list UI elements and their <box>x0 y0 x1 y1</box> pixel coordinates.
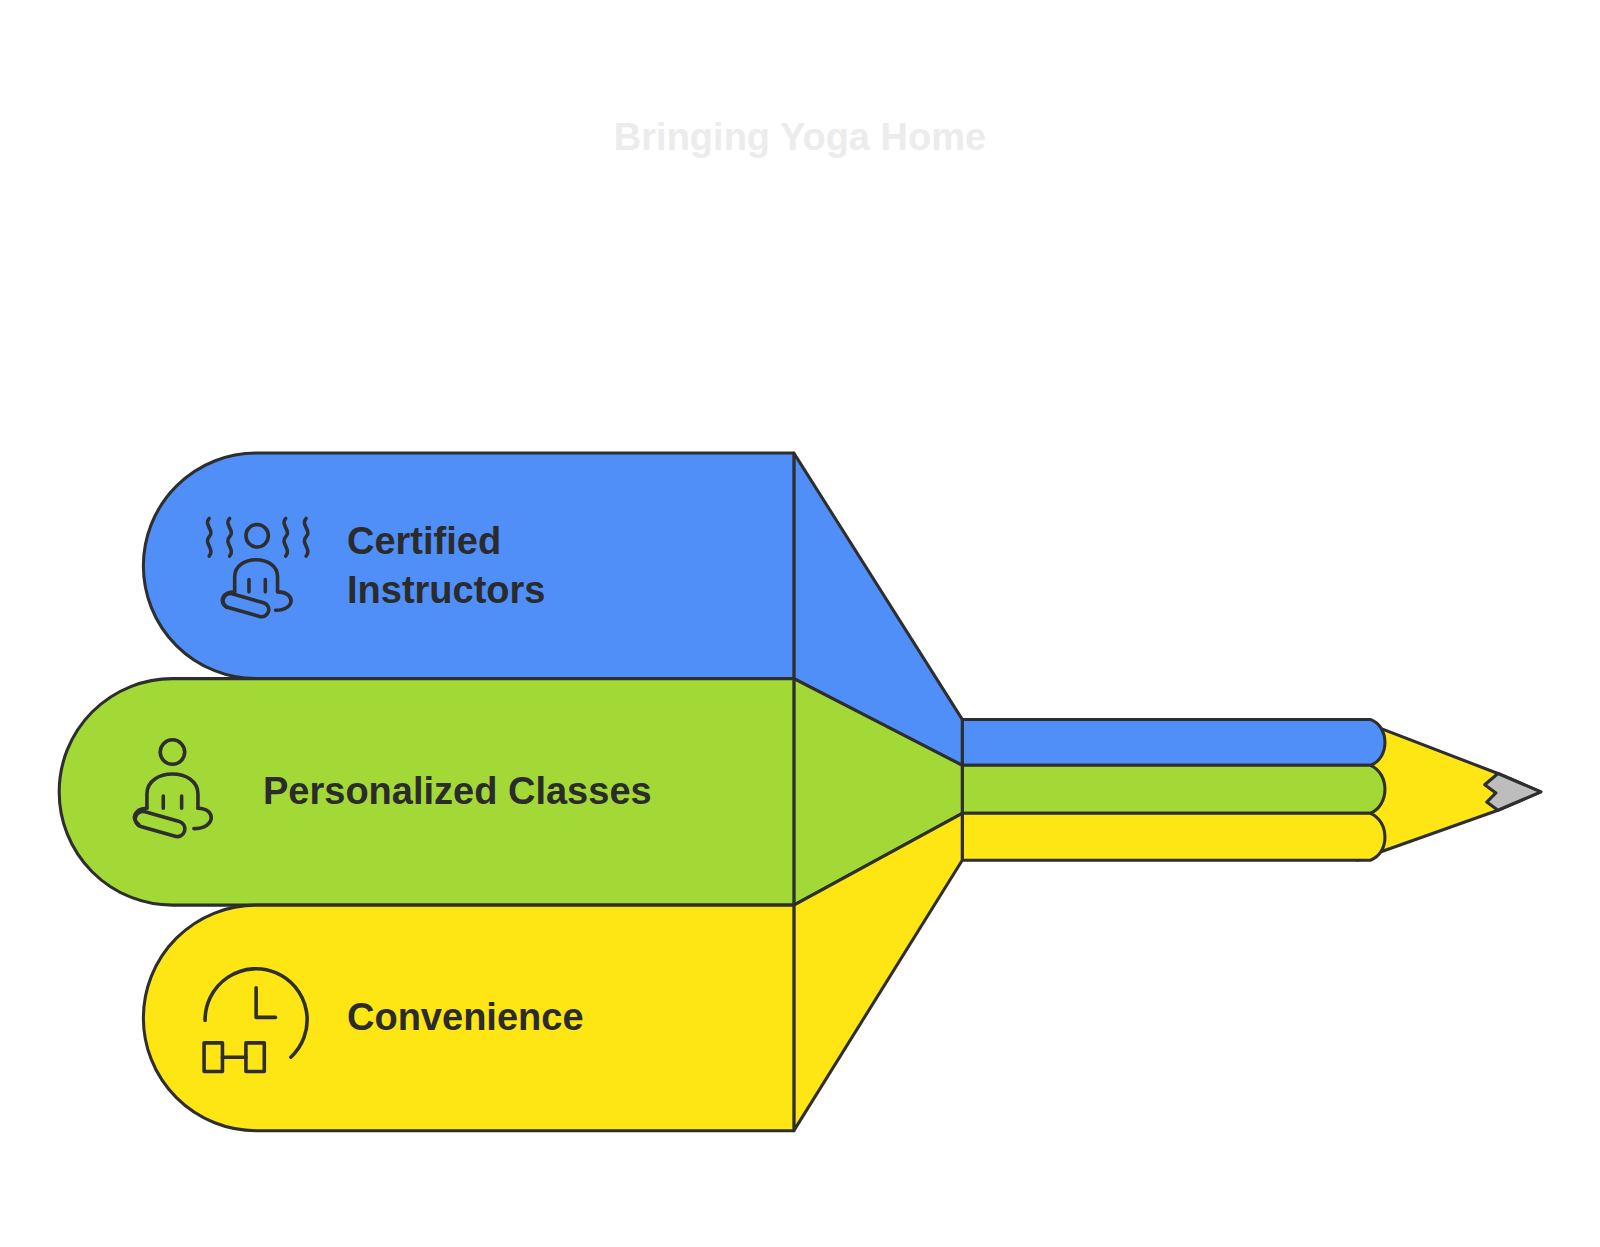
person-icon <box>133 740 211 839</box>
pencil-strip <box>962 719 1385 765</box>
band-label: Convenience <box>347 993 584 1042</box>
band-node: Certified Instructors <box>347 453 777 679</box>
band <box>59 679 794 906</box>
pencil-lead <box>1485 774 1541 811</box>
instructor-icon <box>207 518 307 618</box>
band-node: Convenience <box>347 905 777 1131</box>
funnel-part <box>794 813 962 1130</box>
band <box>143 905 794 1131</box>
band-label: Certified Instructors <box>347 517 617 616</box>
band <box>143 453 794 679</box>
diagram-title: Bringing Yoga Home <box>0 116 1600 159</box>
pencil-strip <box>962 765 1385 813</box>
pencil-strip <box>962 813 1385 860</box>
band-label: Personalized Classes <box>263 767 652 816</box>
band-node: Personalized Classes <box>263 679 783 905</box>
clock-dumbbell-icon <box>204 969 307 1072</box>
